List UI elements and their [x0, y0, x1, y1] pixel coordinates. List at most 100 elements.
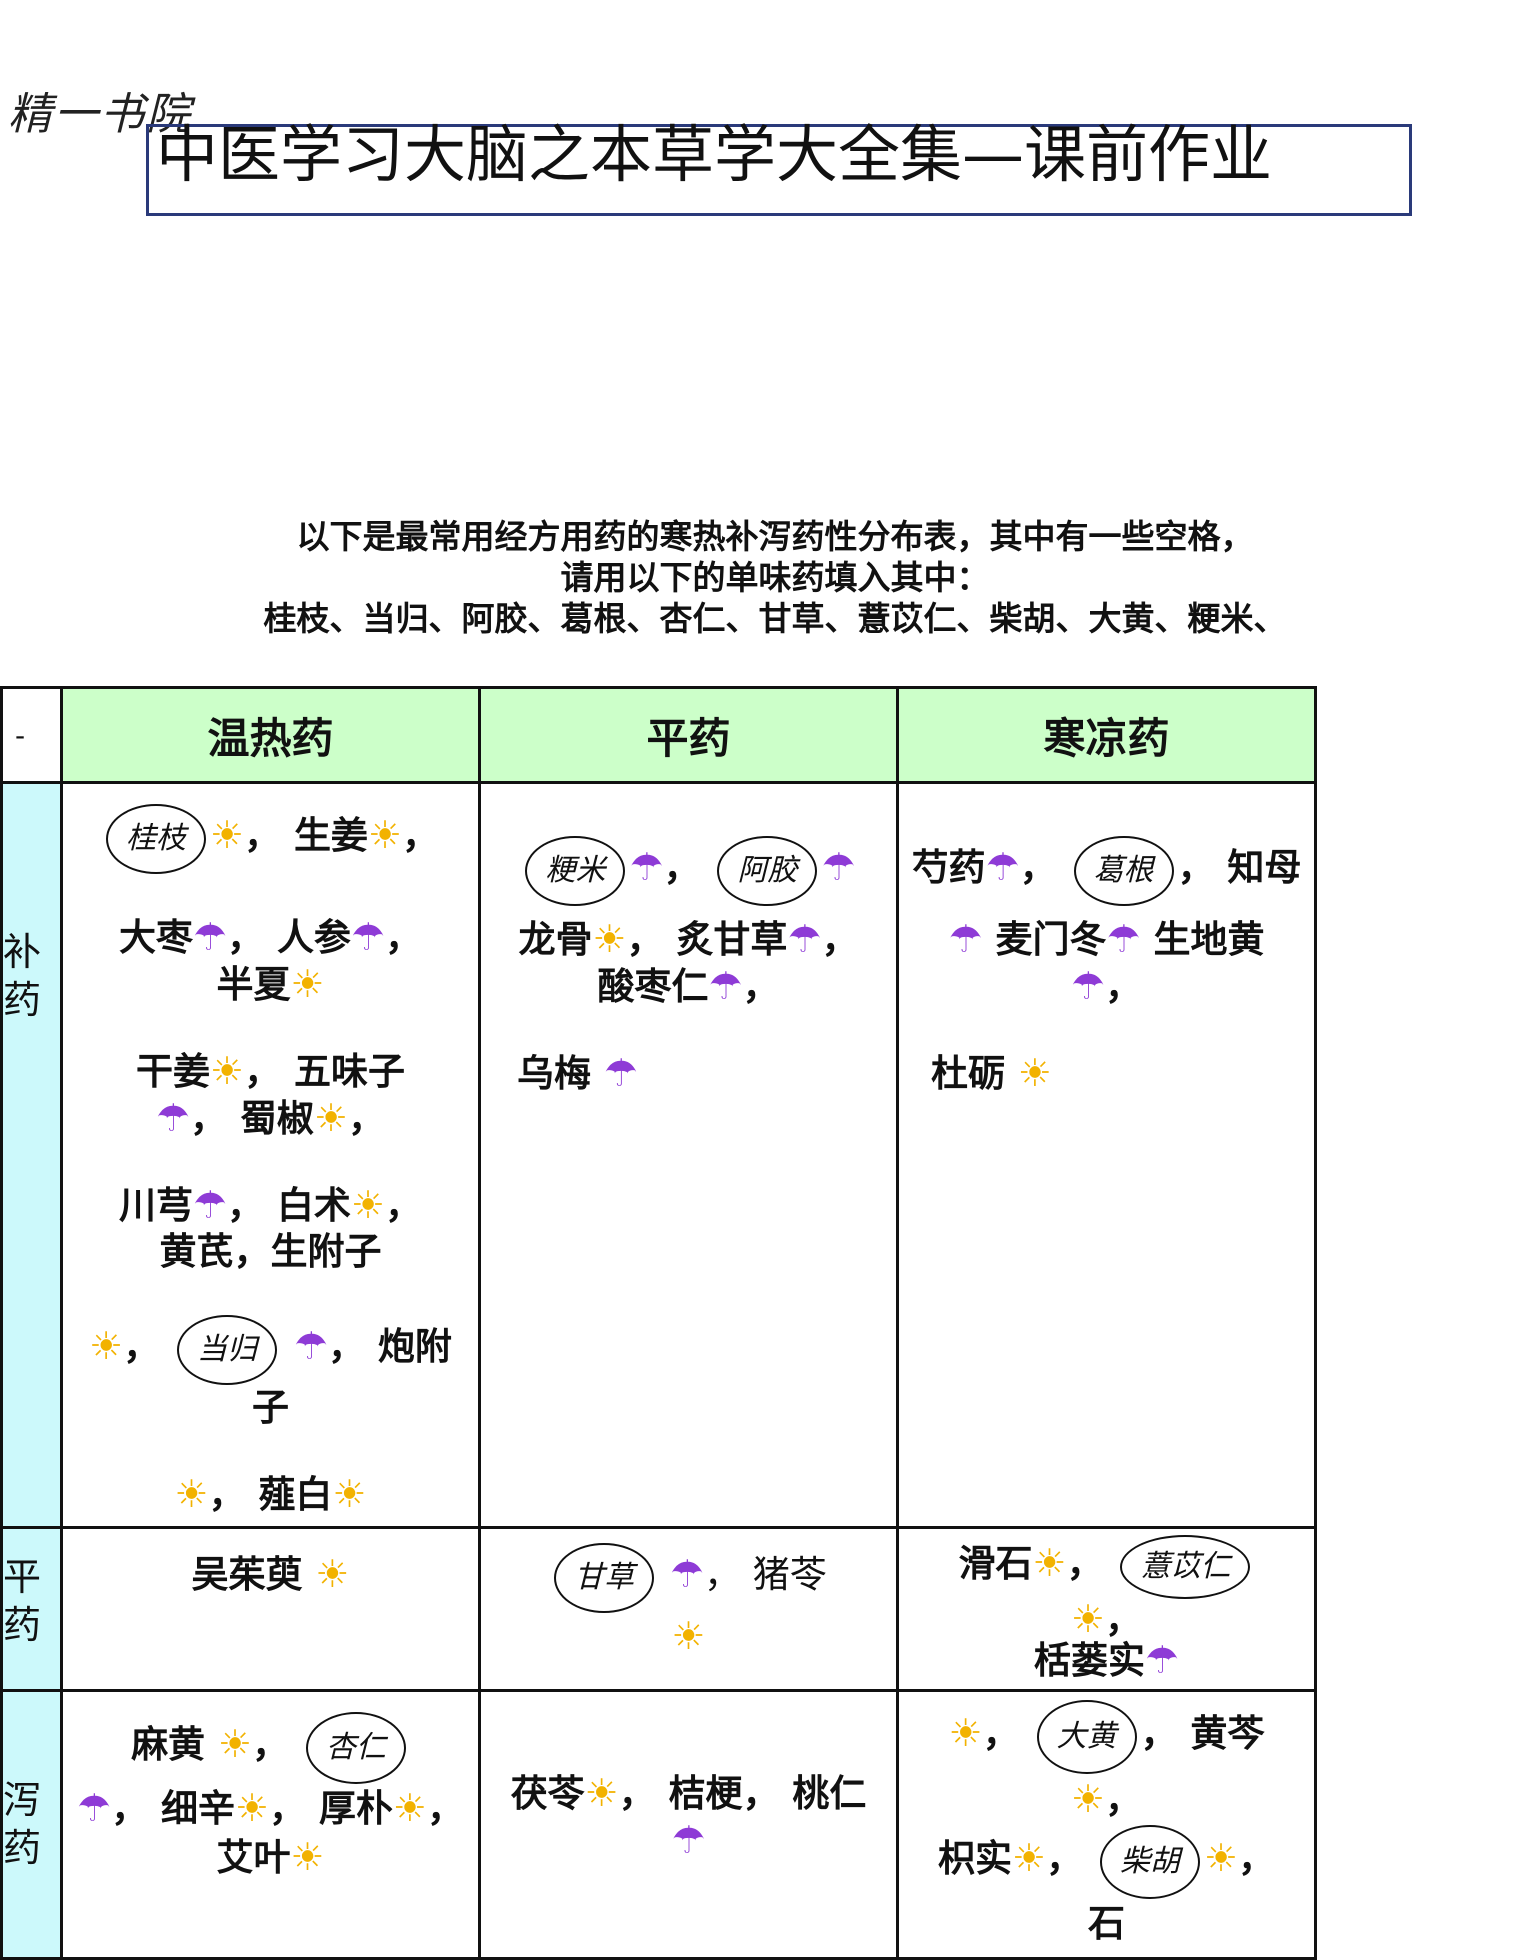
entry-group: 芍药☂， 葛根， 知母: [911, 836, 1302, 906]
herb: 栝蒌实: [1033, 1639, 1145, 1682]
sun-icon: ☀: [313, 1096, 349, 1140]
herb: 茯苓: [510, 1772, 585, 1815]
herb: 蜀椒: [239, 1097, 314, 1140]
herb: 炮附子: [252, 1325, 452, 1429]
sun-icon: ☀: [367, 813, 403, 857]
row-bu: 补药 桂枝☀， 生姜☀， 大枣☂， 人参☂， 半夏☀ 干姜☀， 五味子 ☂， 蜀…: [0, 781, 1317, 1529]
herb-property-table: - 温热药 平药 寒凉药 补药 桂枝☀， 生姜☀， 大枣☂， 人参☂， 半夏☀ …: [0, 686, 1317, 1960]
instruction-line-1: 以下是最常用经方用药的寒热补泻药性分布表，其中有一些空格，: [296, 517, 1254, 556]
herb: 川芎: [118, 1184, 193, 1227]
entry-group: 桂枝☀， 生姜☀，: [75, 804, 466, 874]
cell-ping-warm: 吴茱萸 ☀: [60, 1526, 481, 1692]
col-header-cold: 寒凉药: [896, 686, 1317, 784]
umbrella-icon: ☂: [155, 1096, 191, 1140]
entry-group: 龙骨☀， 炙甘草☂， 酸枣仁☂，: [518, 917, 859, 1008]
cell-xie-warm: 麻黄 ☀， 杏仁 ☂， 细辛☀， 厚朴☀， 艾叶☀: [60, 1689, 481, 1960]
herb: 薤白: [258, 1473, 333, 1516]
umbrella-icon: ☂: [629, 845, 664, 889]
umbrella-icon: ☂: [603, 1051, 638, 1095]
umbrella-icon: ☂: [985, 845, 1020, 889]
herb: 厚朴: [318, 1787, 393, 1830]
herb: 麦门冬: [995, 918, 1107, 961]
sun-icon: ☀: [217, 1722, 253, 1766]
handwritten-answer: 杏仁: [305, 1712, 406, 1784]
cell-ping-neutral: 甘草 ☂， 猪苓 ☀: [478, 1526, 899, 1692]
sun-icon: ☀: [392, 1786, 427, 1830]
herb: 猪苓: [752, 1553, 827, 1596]
cell-bu-cold: 芍药☂， 葛根， 知母 ☂ 麦门冬☂ 生地黄 ☂， 杜砺 ☀: [896, 781, 1317, 1529]
cell-xie-cold: ☀， 大黄， 黄芩 ☀， 枳实☀， 柴胡☀， 石: [896, 1689, 1317, 1960]
title-frame: [146, 124, 1412, 216]
umbrella-icon: ☂: [1070, 964, 1106, 1008]
sun-icon: ☀: [350, 1183, 386, 1227]
cell-ping-cold: 滑石☀， 薏苡仁 ☀， 栝蒌实☂: [896, 1526, 1317, 1692]
herb: 细辛: [160, 1787, 235, 1830]
cell-bu-neutral: 粳米☂， 阿胶☂ 龙骨☀， 炙甘草☂， 酸枣仁☂， 乌梅 ☂: [478, 781, 899, 1529]
sun-icon: ☀: [584, 1771, 619, 1815]
sun-icon: ☀: [1070, 1597, 1106, 1641]
herb: 石: [1088, 1902, 1125, 1945]
handwritten-answer: 甘草: [554, 1543, 655, 1613]
header-row: - 温热药 平药 寒凉药: [0, 686, 1317, 784]
herb: 杜砺: [931, 1052, 1005, 1095]
umbrella-icon: ☂: [671, 1818, 706, 1862]
sun-icon: ☀: [209, 813, 245, 857]
row-ping: 平药 吴茱萸 ☀ 甘草 ☂， 猪苓 ☀ 滑石☀， 薏苡仁 ☀， 栝蒌实☂: [0, 1526, 1317, 1692]
entry-group: 川芎☂， 白术☀， 黄芪，生附子: [118, 1183, 423, 1273]
umbrella-icon: ☂: [948, 917, 983, 961]
entry-group: 大枣☂， 人参☂， 半夏☀: [118, 915, 423, 1006]
umbrella-icon: ☂: [76, 1786, 112, 1830]
umbrella-icon: ☂: [787, 917, 822, 961]
sun-icon: ☀: [671, 1614, 706, 1658]
sun-icon: ☀: [290, 1835, 325, 1879]
umbrella-icon: ☂: [821, 845, 856, 889]
cell-xie-neutral: 茯苓☀， 桔梗， 桃仁 ☂: [478, 1689, 899, 1960]
umbrella-icon: ☂: [708, 964, 743, 1008]
herb: 酸枣仁: [597, 965, 709, 1008]
corner-cell: -: [0, 686, 63, 784]
sun-icon: ☀: [290, 962, 325, 1006]
herb: 人参: [276, 916, 351, 959]
herb: 吴茱萸: [191, 1553, 303, 1596]
sun-icon: ☀: [948, 1711, 983, 1755]
row-header-ping: 平药: [0, 1526, 63, 1692]
umbrella-icon: ☂: [669, 1552, 705, 1596]
herb: 大枣: [118, 916, 193, 959]
handwritten-answer: 薏苡仁: [1120, 1535, 1251, 1599]
umbrella-icon: ☂: [293, 1324, 329, 1368]
entry-group: 乌梅 ☂: [493, 1050, 884, 1097]
handwritten-answer: 当归: [177, 1315, 278, 1385]
herb: 黄芪: [159, 1230, 234, 1273]
col-header-warm: 温热药: [60, 686, 481, 784]
umbrella-icon: ☂: [192, 1183, 228, 1227]
handwritten-answer: 阿胶: [717, 836, 818, 906]
herb: 芍药: [911, 846, 986, 889]
herb: 枳实: [937, 1837, 1012, 1880]
umbrella-icon: ☂: [1144, 1638, 1180, 1682]
herb: 生地黄: [1153, 918, 1265, 961]
herb: 半夏: [216, 963, 291, 1006]
brand-logo: 精一书院: [8, 89, 192, 140]
herb: 白术: [276, 1184, 351, 1227]
sun-icon: ☀: [210, 1049, 245, 1093]
sun-icon: ☀: [174, 1472, 209, 1516]
entry-group: 杜砺 ☀: [911, 1050, 1302, 1097]
handwritten-answer: 粳米: [525, 836, 626, 906]
herb: 生姜: [293, 814, 368, 857]
herb: 生附子: [270, 1230, 382, 1273]
sun-icon: ☀: [592, 917, 627, 961]
umbrella-icon: ☂: [350, 915, 386, 959]
umbrella-icon: ☂: [192, 915, 228, 959]
herb: 滑石: [958, 1542, 1033, 1585]
sun-icon: ☀: [1203, 1836, 1239, 1880]
sun-icon: ☀: [234, 1786, 270, 1830]
sun-icon: ☀: [1017, 1051, 1052, 1095]
instructions: 以下是最常用经方用药的寒热补泻药性分布表，其中有一些空格， 请用以下的单味药填入…: [240, 516, 1310, 639]
herb: 黄芩: [1190, 1712, 1265, 1755]
sun-icon: ☀: [1070, 1777, 1106, 1821]
sun-icon: ☀: [315, 1552, 350, 1596]
herb: 五味子: [293, 1050, 405, 1093]
handwritten-answer: 桂枝: [105, 804, 206, 874]
row-header-bu: 补药: [0, 781, 63, 1529]
sun-icon: ☀: [89, 1324, 124, 1368]
